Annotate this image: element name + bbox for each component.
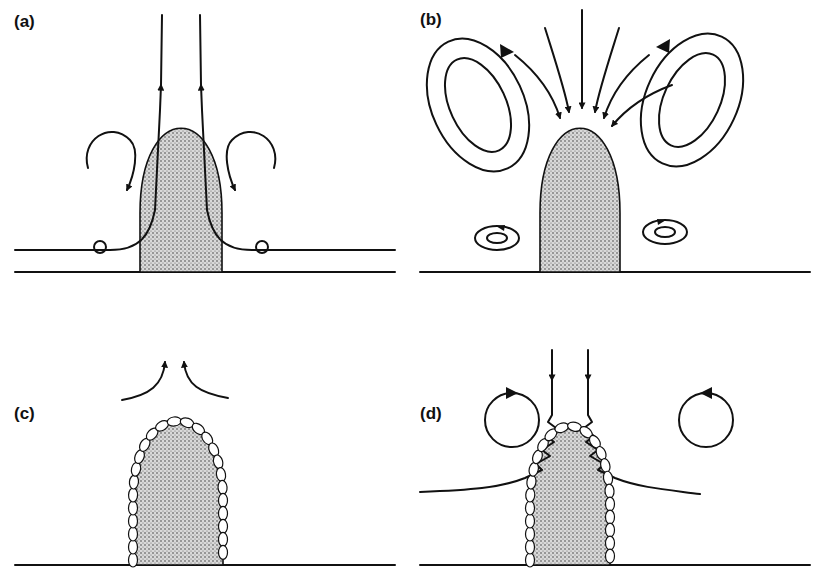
- vortex-arrow: [506, 387, 518, 399]
- small-vortex: [475, 226, 519, 250]
- roughness-element: [605, 484, 615, 499]
- roughness-element: [606, 510, 615, 524]
- vortex-arrow: [700, 387, 712, 399]
- roughness-element: [129, 475, 140, 490]
- streamline: [200, 15, 201, 85]
- roughness-element: [167, 416, 182, 427]
- panel-c: [15, 362, 395, 565]
- roughness-element: [526, 475, 537, 490]
- vortex-arrow: [500, 44, 514, 58]
- small-vortex: [256, 241, 268, 253]
- dome: [133, 421, 223, 565]
- small-vortex: [94, 241, 106, 253]
- streamline: [545, 28, 569, 112]
- streamline: [595, 28, 619, 112]
- streamline: [184, 362, 228, 398]
- vortex-ring: [679, 393, 733, 447]
- small-vortex: [487, 233, 507, 243]
- roughness-element: [606, 523, 615, 537]
- roughness-element: [526, 553, 535, 567]
- streamline: [587, 350, 589, 380]
- panel-label: (a): [14, 12, 35, 32]
- roughness-element: [219, 506, 228, 520]
- dome: [140, 128, 222, 272]
- eddy-arrow: [87, 132, 136, 190]
- streamline: [161, 15, 162, 85]
- roughness-element: [129, 540, 138, 554]
- roughness-element: [554, 421, 570, 434]
- roughness-element: [219, 532, 228, 546]
- large-vortex: [621, 17, 764, 183]
- large-vortex: [431, 48, 524, 162]
- roughness-element: [526, 540, 535, 554]
- roughness-element: [130, 461, 142, 477]
- eddy-arrow: [227, 132, 276, 190]
- streamline: [201, 85, 395, 250]
- roughness-element: [526, 527, 535, 541]
- small-vortex: [643, 220, 687, 244]
- panel-label: (c): [14, 404, 35, 424]
- ground-line: [420, 564, 810, 566]
- large-vortex: [407, 22, 550, 188]
- roughness-element: [129, 527, 138, 541]
- roughness-element: [129, 553, 138, 567]
- dome: [540, 128, 620, 272]
- roughness-element: [219, 493, 228, 507]
- streamline: [551, 350, 553, 380]
- surface-roughness: [128, 416, 614, 567]
- panel-d: [420, 350, 810, 565]
- roughness-element: [212, 454, 224, 470]
- roughness-element: [606, 536, 615, 550]
- small-vortex: [655, 227, 675, 237]
- streamline: [420, 380, 556, 492]
- roughness-element: [605, 497, 614, 511]
- roughness-element: [129, 501, 138, 515]
- roughness-element: [599, 458, 611, 474]
- streamline: [122, 362, 165, 400]
- vortex-arrow: [657, 219, 666, 225]
- panel-a: [15, 15, 395, 272]
- roughness-element: [219, 519, 228, 533]
- roughness-element: [128, 488, 137, 502]
- roughness-element: [525, 488, 535, 502]
- vortex-arrow: [496, 225, 505, 231]
- large-vortex: [645, 43, 738, 157]
- streamline: [15, 85, 161, 250]
- streamline: [581, 10, 583, 108]
- roughness-element: [602, 471, 613, 486]
- streamline: [515, 55, 560, 118]
- roughness-element: [218, 480, 228, 495]
- streamline: [584, 380, 700, 494]
- panel-label: (b): [420, 10, 442, 30]
- dome: [530, 426, 610, 565]
- panel-label: (d): [420, 404, 442, 424]
- roughness-element: [606, 549, 615, 563]
- roughness-element: [526, 501, 535, 515]
- vortex-arrow: [656, 39, 670, 53]
- vortex-ring: [485, 393, 539, 447]
- panel-b: [407, 10, 810, 272]
- roughness-element: [129, 514, 138, 528]
- roughness-element: [528, 461, 540, 477]
- roughness-element: [526, 514, 535, 528]
- roughness-element: [219, 545, 228, 559]
- roughness-element: [215, 467, 226, 482]
